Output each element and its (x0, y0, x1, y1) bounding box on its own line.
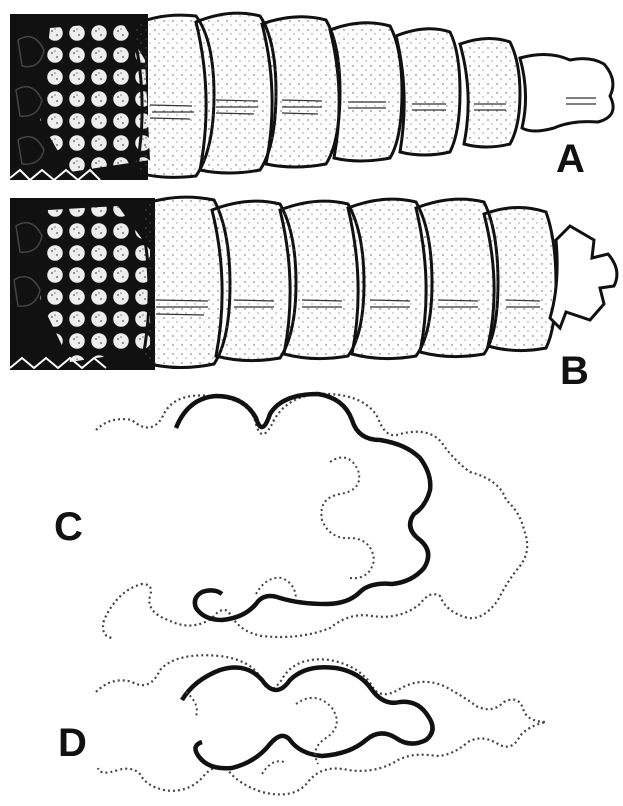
panel-b-rattle (10, 197, 617, 370)
panel-d-inner-solid-outline (182, 667, 433, 768)
panel-b-segments (138, 197, 617, 367)
panel-label-b: B (560, 349, 589, 393)
panel-b-segment-6 (484, 207, 556, 350)
panel-c-inner-solid-outline (176, 394, 430, 620)
panel-label-d: D (58, 721, 87, 765)
panel-label-a: A (556, 137, 585, 181)
panel-c-inner-dotted-wave (321, 458, 374, 579)
panel-label-c: C (54, 505, 83, 549)
panel-a-button (520, 54, 613, 131)
panel-c-cross-section (96, 394, 527, 638)
panel-a-segment-3 (262, 17, 340, 167)
panel-a-segment-4 (330, 23, 402, 161)
panel-a-segment-6 (460, 38, 520, 147)
panel-b-button (550, 226, 617, 328)
panel-a-segments (132, 13, 613, 177)
panel-a-segment-5 (396, 29, 460, 155)
panel-d-outer-dotted-outline (96, 655, 546, 794)
panel-d-cross-section (96, 655, 546, 794)
panel-a-rattle (10, 13, 613, 180)
